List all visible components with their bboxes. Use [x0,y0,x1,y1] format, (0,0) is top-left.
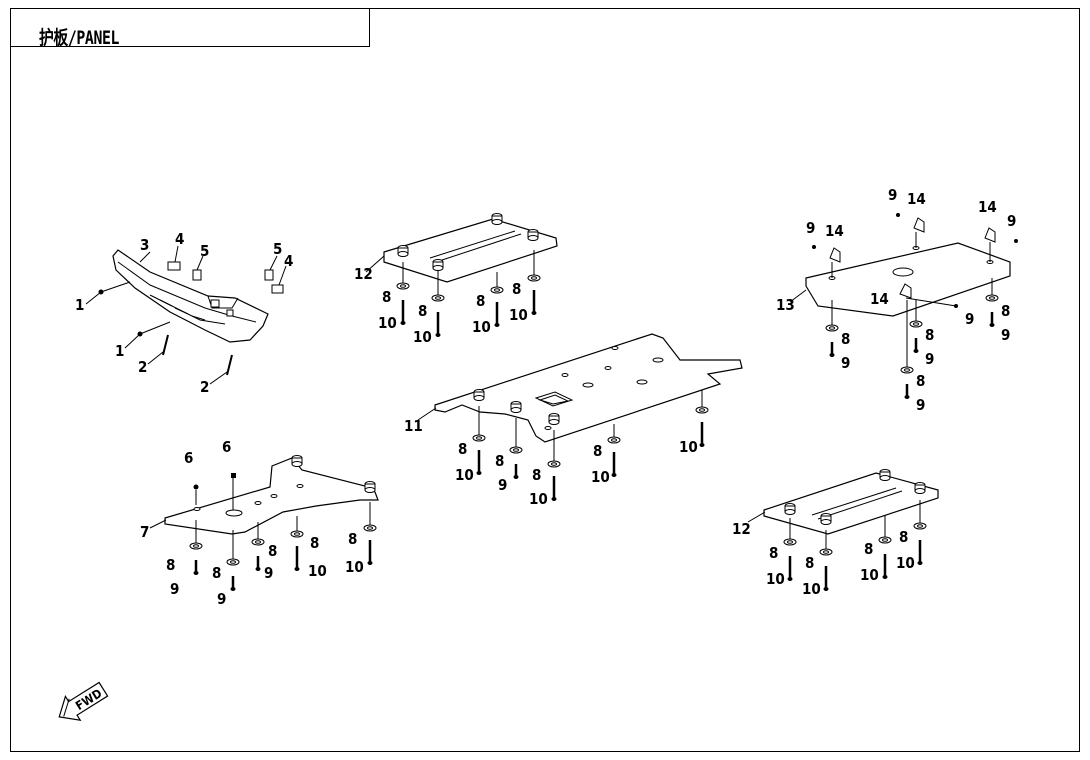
callout-9: 9 [170,580,179,598]
callout-14: 14 [825,222,844,240]
bracket-14 [899,283,912,299]
callout-2: 2 [138,358,147,376]
callout-10: 10 [860,566,879,584]
callout-10: 10 [679,438,698,456]
callout-9: 9 [925,350,934,368]
callout-8: 8 [925,326,934,344]
callout-14: 14 [978,198,997,216]
callout-9: 9 [1007,212,1016,230]
callout-1: 1 [75,296,84,314]
callout-2: 2 [200,378,209,396]
callout-9: 9 [916,396,925,414]
callout-10: 10 [591,468,610,486]
bushing [264,269,274,281]
callout-10: 10 [529,490,548,508]
callout-8: 8 [495,452,504,470]
callout-11: 11 [404,417,423,435]
callout-8: 8 [418,302,427,320]
callout-8: 8 [899,528,908,546]
callout-6: 6 [184,449,193,467]
callout-6: 6 [222,438,231,456]
callout-10: 10 [378,314,397,332]
front-skid-guard-group: 1 1 2 2 3 4 4 5 5 [75,230,293,396]
plate-12-upper-group: 12 8 8 8 8 10 10 10 10 [354,213,558,346]
plate-13-group: 13 9 14 9 14 14 9 14 9 8 9 8 9 8 9 8 9 [776,186,1018,414]
callout-8: 8 [1001,302,1010,320]
callout-8: 8 [310,534,319,552]
bracket-14 [829,247,841,263]
bracket-14 [984,227,996,243]
callout-8: 8 [864,540,873,558]
callout-10: 10 [766,570,785,588]
callout-8: 8 [348,530,357,548]
callout-8: 8 [916,372,925,390]
callout-9: 9 [965,310,974,328]
title-box: 护板/PANEL [10,8,370,49]
callout-10: 10 [413,328,432,346]
bracket-14 [913,217,925,233]
callout-1: 1 [115,342,124,360]
callout-9: 9 [1001,326,1010,344]
callout-12: 12 [354,265,373,283]
plate-12-lower-group: 12 8 10 8 10 8 10 8 10 [732,469,939,598]
callout-9: 9 [498,476,507,494]
callout-9: 9 [217,590,226,608]
callout-10: 10 [455,466,474,484]
callout-9: 9 [806,219,815,237]
callout-13: 13 [776,296,795,314]
callout-8: 8 [458,440,467,458]
callout-8: 8 [212,564,221,582]
spacer [167,261,181,271]
plate-13 [805,242,1011,317]
plate-11-group: 11 8 10 8 9 8 10 8 10 10 [404,333,743,508]
callout-9: 9 [888,186,897,204]
bushing [192,269,202,281]
callout-12: 12 [732,520,751,538]
callout-8: 8 [841,330,850,348]
callout-9: 9 [841,354,850,372]
callout-4: 4 [284,252,293,270]
callout-10: 10 [802,580,821,598]
plate-11 [434,333,743,443]
callout-8: 8 [476,292,485,310]
callout-8: 8 [805,554,814,572]
plate-7-group: 6 6 7 8 9 8 9 8 9 8 10 8 10 [140,438,379,608]
callout-8: 8 [166,556,175,574]
callout-10: 10 [472,318,491,336]
callout-10: 10 [308,562,327,580]
callout-8: 8 [593,442,602,460]
drawing-frame [10,8,1080,752]
callout-8: 8 [268,542,277,560]
callout-10: 10 [896,554,915,572]
page-title: 护板/PANEL [39,27,120,49]
callout-7: 7 [140,523,149,541]
front-guard-plate [112,249,269,343]
callout-3: 3 [140,236,149,254]
callout-14: 14 [870,290,889,308]
callout-9: 9 [264,564,273,582]
callout-8: 8 [382,288,391,306]
callout-5: 5 [273,240,282,258]
spacer [271,284,284,294]
callout-4: 4 [175,230,184,248]
fwd-arrow-icon: FWD [58,681,109,722]
callout-10: 10 [509,306,528,324]
callout-14: 14 [907,190,926,208]
callout-8: 8 [512,280,521,298]
callout-5: 5 [200,242,209,260]
callout-8: 8 [532,466,541,484]
callout-10: 10 [345,558,364,576]
callout-8: 8 [769,544,778,562]
